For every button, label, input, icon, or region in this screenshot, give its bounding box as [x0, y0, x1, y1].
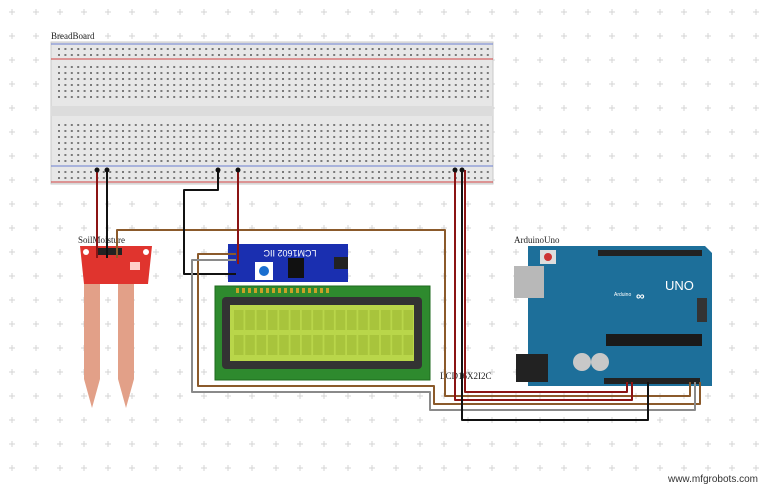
wire-lcd-gnd [183, 170, 236, 275]
wire-lcd-scl [191, 259, 696, 411]
arduino-label: ArduinoUno [514, 235, 560, 245]
breadboard-label: BreadBoard [51, 31, 95, 41]
wire-lcd-sda [197, 253, 701, 405]
wire-endpoints [94, 167, 465, 173]
wire-rail-red [464, 170, 628, 393]
wire-5v [454, 170, 633, 401]
wire-soil-signal [116, 229, 691, 397]
arduino-uno: ∞ UNO Arduino ArduinoUno [514, 235, 712, 386]
lcd-module: LCD16X2I2C [214, 285, 492, 381]
i2c-label: LCM1602 IIC [263, 248, 317, 258]
wire-gnd [461, 170, 649, 421]
soil-moisture-label: SoilMoisture [78, 235, 125, 245]
wires [96, 170, 701, 421]
svg-text:∞: ∞ [636, 289, 645, 303]
breadboard: BreadBoard [50, 31, 494, 185]
arduino-logo: UNO [665, 278, 694, 293]
arduino-brand: Arduino [614, 292, 631, 298]
i2c-backpack: LCM1602 IIC [228, 244, 348, 282]
soil-moisture-sensor: SoilMoisture [78, 235, 152, 408]
watermark: www.mfgrobots.com [667, 474, 758, 485]
